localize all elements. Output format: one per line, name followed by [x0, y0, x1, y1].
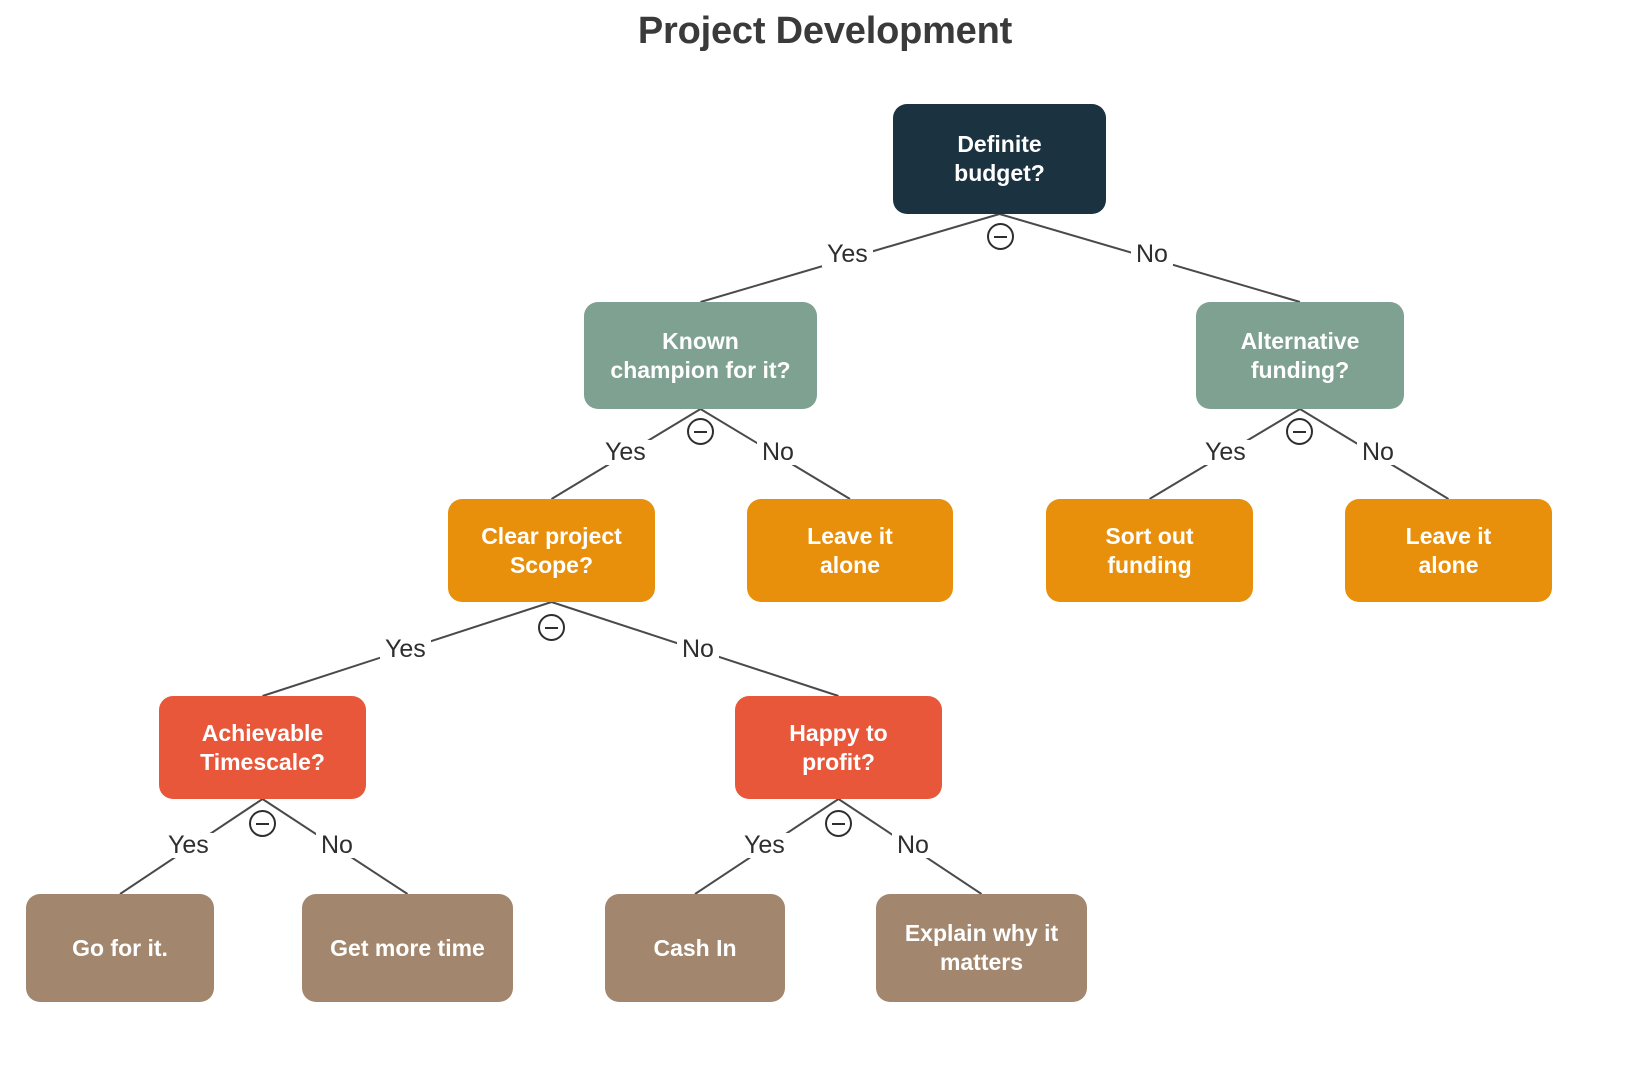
tree-node[interactable]: Definite budget? [893, 104, 1106, 214]
tree-node[interactable]: Sort out funding [1046, 499, 1253, 602]
tree-node[interactable]: Leave it alone [1345, 499, 1552, 602]
edge-label: Yes [822, 242, 873, 267]
edge-label: Yes [600, 440, 651, 465]
edge-label: Yes [380, 637, 431, 662]
edge-label: No [1357, 440, 1399, 465]
edge-label: Yes [739, 833, 790, 858]
edge-label: Yes [1200, 440, 1251, 465]
minus-bar [1293, 430, 1306, 433]
minus-circle-icon[interactable] [825, 810, 852, 837]
edge-label: No [757, 440, 799, 465]
tree-node[interactable]: Get more time [302, 894, 513, 1002]
minus-bar [694, 430, 707, 433]
tree-node[interactable]: Go for it. [26, 894, 214, 1002]
tree-node[interactable]: Known champion for it? [584, 302, 817, 409]
tree-node[interactable]: Clear project Scope? [448, 499, 655, 602]
minus-bar [994, 235, 1007, 238]
minus-circle-icon[interactable] [1286, 418, 1313, 445]
minus-circle-icon[interactable] [987, 223, 1014, 250]
tree-node[interactable]: Happy to profit? [735, 696, 942, 799]
tree-node[interactable]: Alternative funding? [1196, 302, 1404, 409]
tree-node[interactable]: Cash In [605, 894, 785, 1002]
edge-label: No [1131, 242, 1173, 267]
minus-circle-icon[interactable] [687, 418, 714, 445]
minus-circle-icon[interactable] [249, 810, 276, 837]
minus-circle-icon[interactable] [538, 614, 565, 641]
minus-bar [256, 822, 269, 825]
tree-node[interactable]: Leave it alone [747, 499, 953, 602]
edge-label: No [677, 637, 719, 662]
edge-label: Yes [163, 833, 214, 858]
edge-label: No [316, 833, 358, 858]
page-title: Project Development [637, 10, 1013, 52]
tree-node[interactable]: Achievable Timescale? [159, 696, 366, 799]
minus-bar [545, 626, 558, 629]
minus-bar [832, 822, 845, 825]
edge-label: No [892, 833, 934, 858]
tree-node[interactable]: Explain why it matters [876, 894, 1087, 1002]
